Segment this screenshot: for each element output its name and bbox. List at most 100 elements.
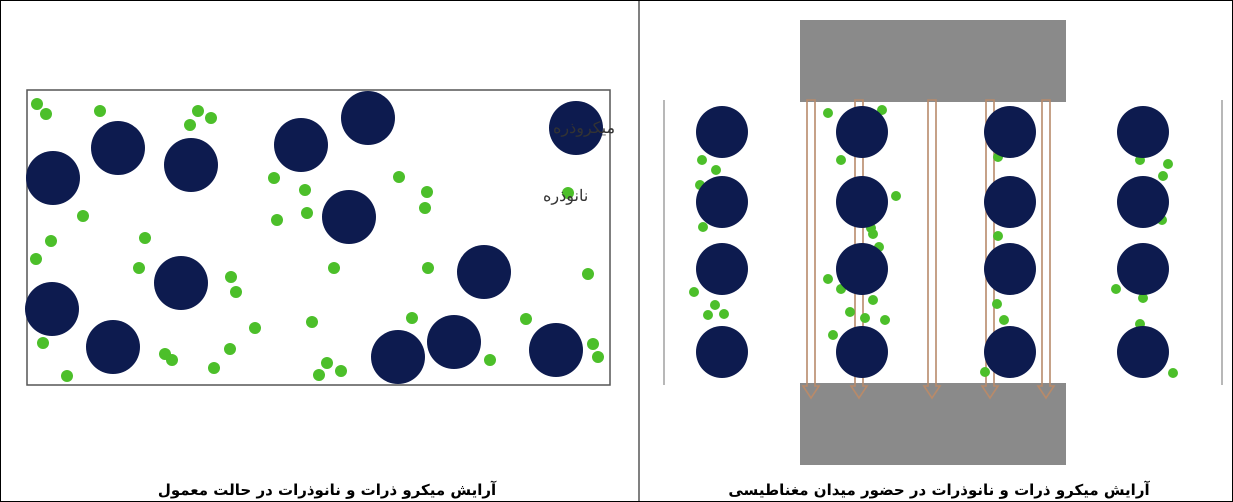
left-nanoparticles bbox=[30, 98, 604, 382]
down-arrow-icon bbox=[922, 99, 942, 400]
nanoparticle bbox=[31, 98, 43, 110]
right-panel: آرایش میکرو ذرات و نانوذرات در حضور میدا… bbox=[663, 20, 1223, 499]
nanoparticle bbox=[999, 315, 1009, 325]
nanoparticle bbox=[133, 262, 145, 274]
microparticle bbox=[984, 176, 1036, 228]
nanoparticle bbox=[313, 369, 325, 381]
microparticle bbox=[371, 330, 425, 384]
nanoparticle bbox=[61, 370, 73, 382]
nanoparticle bbox=[94, 105, 106, 117]
microparticle bbox=[164, 138, 218, 192]
nanoparticle bbox=[139, 232, 151, 244]
right-caption: آرایش میکرو ذرات و نانوذرات در حضور میدا… bbox=[728, 481, 1150, 499]
nanoparticle bbox=[208, 362, 220, 374]
left-caption: آرایش میکرو ذرات و نانوذرات در حالت معمو… bbox=[158, 481, 497, 499]
microparticle bbox=[836, 243, 888, 295]
nanoparticle bbox=[880, 315, 890, 325]
nanoparticle bbox=[192, 105, 204, 117]
microparticle bbox=[696, 243, 748, 295]
nanoparticle bbox=[689, 287, 699, 297]
nanoparticle bbox=[306, 316, 318, 328]
nanoparticle bbox=[184, 119, 196, 131]
nanoparticle bbox=[77, 210, 89, 222]
microparticle bbox=[26, 151, 80, 205]
microparticle bbox=[457, 245, 511, 299]
nanoparticle bbox=[271, 214, 283, 226]
nanoparticle bbox=[249, 322, 261, 334]
nanoparticle bbox=[587, 338, 599, 350]
nanoparticle bbox=[860, 313, 870, 323]
microparticle bbox=[1117, 176, 1169, 228]
microparticle bbox=[549, 101, 603, 155]
nanoparticle bbox=[166, 354, 178, 366]
microparticle bbox=[696, 106, 748, 158]
microparticle bbox=[341, 91, 395, 145]
microparticle bbox=[836, 106, 888, 158]
microparticle bbox=[984, 106, 1036, 158]
microparticle bbox=[984, 326, 1036, 378]
microparticle bbox=[1117, 326, 1169, 378]
microparticle bbox=[984, 243, 1036, 295]
nanoparticle-label: نانوذره bbox=[543, 186, 588, 205]
left-panel: میکروذره نانوذره آرایش میکرو ذرات و نانو… bbox=[25, 89, 615, 499]
nanoparticle bbox=[823, 274, 833, 284]
nanoparticle bbox=[1163, 159, 1173, 169]
nanoparticle bbox=[45, 235, 57, 247]
nanoparticle bbox=[30, 253, 42, 265]
nanoparticle bbox=[328, 262, 340, 274]
nanoparticle bbox=[710, 300, 720, 310]
down-arrow-icon bbox=[801, 99, 821, 400]
nanoparticle bbox=[823, 108, 833, 118]
nanoparticle bbox=[225, 271, 237, 283]
nanoparticle bbox=[299, 184, 311, 196]
nanoparticle bbox=[205, 112, 217, 124]
microparticle bbox=[836, 326, 888, 378]
nanoparticle bbox=[828, 330, 838, 340]
nanoparticle bbox=[845, 307, 855, 317]
microparticle-label: میکروذره bbox=[553, 118, 615, 137]
nanoparticle bbox=[520, 313, 532, 325]
nanoparticle bbox=[1168, 368, 1178, 378]
nanoparticle bbox=[335, 365, 347, 377]
microparticle bbox=[696, 176, 748, 228]
nanoparticle bbox=[698, 222, 708, 232]
nanoparticle bbox=[711, 165, 721, 175]
nanoparticle bbox=[1158, 171, 1168, 181]
nanoparticle bbox=[980, 367, 990, 377]
nanoparticle bbox=[484, 354, 496, 366]
nanoparticle bbox=[992, 299, 1002, 309]
microparticle bbox=[274, 118, 328, 172]
nanoparticle bbox=[268, 172, 280, 184]
nanoparticle bbox=[697, 155, 707, 165]
nanoparticle bbox=[592, 351, 604, 363]
microparticle bbox=[154, 256, 208, 310]
microparticle bbox=[86, 320, 140, 374]
nanoparticle bbox=[321, 357, 333, 369]
nanoparticle bbox=[40, 108, 52, 120]
nanoparticle bbox=[836, 155, 846, 165]
nanoparticle bbox=[562, 187, 574, 199]
nanoparticle bbox=[230, 286, 242, 298]
microparticle bbox=[1117, 243, 1169, 295]
magnet-pole-top bbox=[800, 20, 1066, 102]
down-arrow-icon bbox=[1036, 99, 1056, 400]
nanoparticle bbox=[891, 191, 901, 201]
nanoparticle bbox=[719, 309, 729, 319]
nanoparticle bbox=[868, 295, 878, 305]
microparticle bbox=[529, 323, 583, 377]
nanoparticle bbox=[421, 186, 433, 198]
nanoparticle bbox=[37, 337, 49, 349]
microparticle bbox=[696, 326, 748, 378]
nanoparticle bbox=[419, 202, 431, 214]
left-microparticles bbox=[25, 91, 603, 384]
nanoparticle bbox=[301, 207, 313, 219]
microparticle bbox=[91, 121, 145, 175]
microparticle bbox=[836, 176, 888, 228]
nanoparticle bbox=[422, 262, 434, 274]
nanoparticle bbox=[993, 231, 1003, 241]
nanoparticle bbox=[877, 105, 887, 115]
nanoparticle bbox=[1111, 284, 1121, 294]
microparticle bbox=[1117, 106, 1169, 158]
nanoparticle bbox=[582, 268, 594, 280]
